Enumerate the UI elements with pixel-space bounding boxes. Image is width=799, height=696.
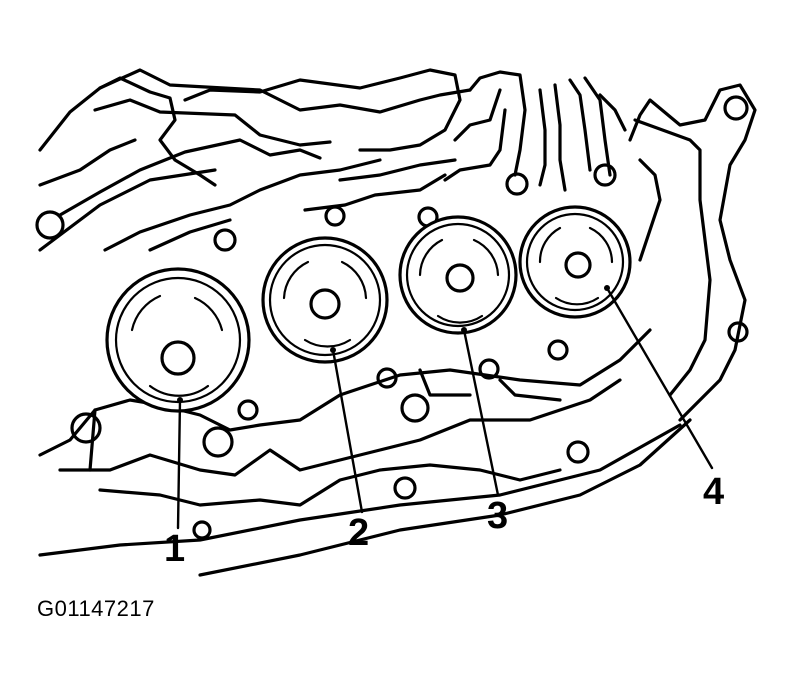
cover-plate-2: [261, 236, 389, 364]
cover-plate-3: [398, 215, 518, 335]
leader-4: [605, 286, 714, 470]
leader-2: [331, 348, 364, 514]
callout-3: 3: [487, 495, 509, 537]
figure-id-label: G01147217: [37, 596, 155, 621]
case-lower-flange: [38, 328, 692, 577]
case-casting: [35, 68, 757, 540]
leader-3: [462, 328, 500, 497]
leader-1: [176, 398, 182, 530]
callout-1: 1: [164, 528, 186, 570]
cover-plate-1: [105, 267, 251, 413]
callout-2: 2: [348, 512, 370, 554]
leader-lines: [176, 286, 714, 530]
callout-4: 4: [703, 471, 725, 513]
cover-plate-4: [518, 205, 632, 319]
